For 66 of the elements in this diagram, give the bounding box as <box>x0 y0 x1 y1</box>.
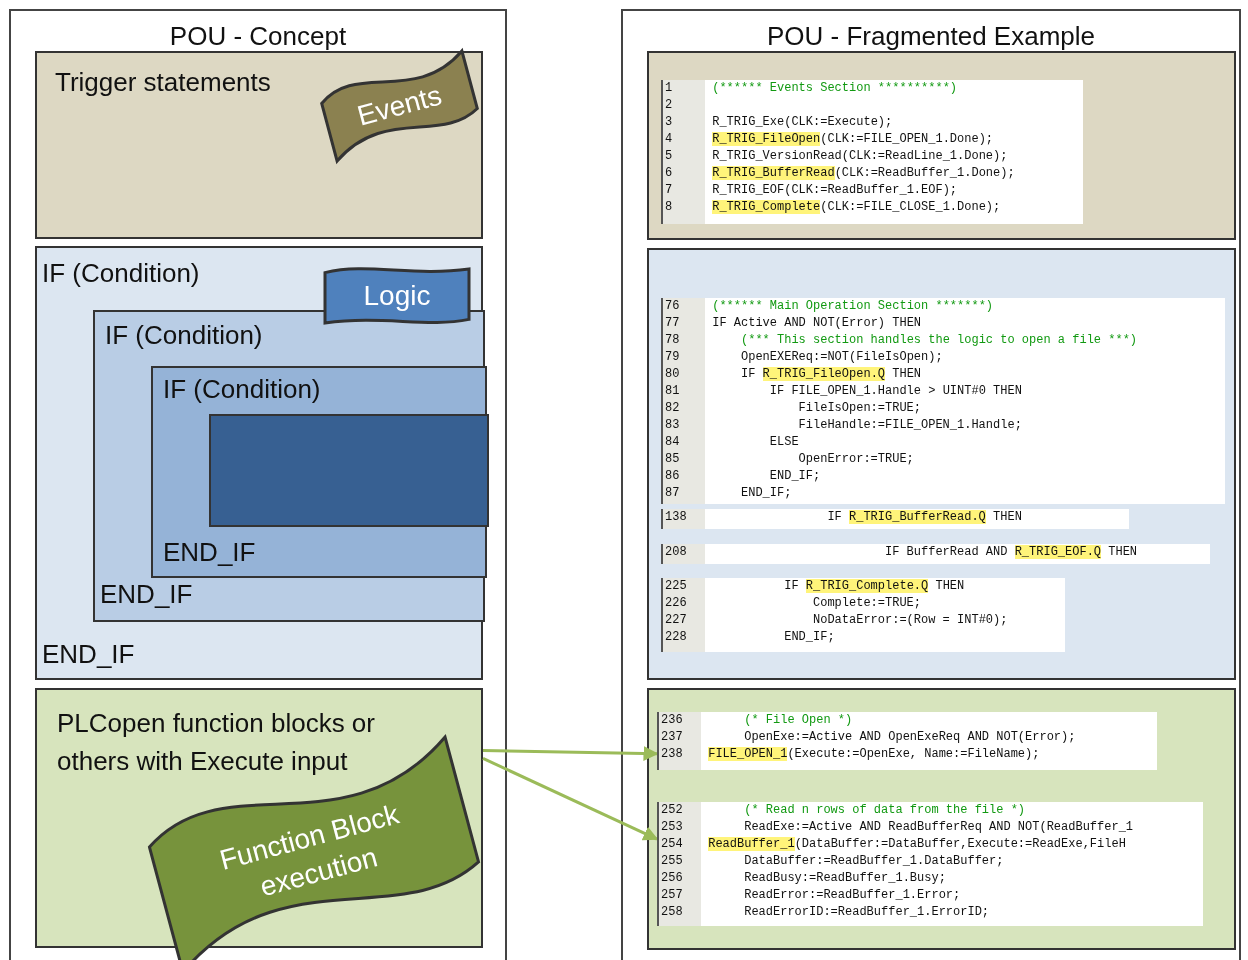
code-line: 79 OpenEXEReq:=NOT(FileIsOpen); <box>664 349 944 366</box>
code-line: 82 FileIsOpen:=TRUE; <box>664 400 922 417</box>
code-line: 83 FileHandle:=FILE_OPEN_1.Handle; <box>664 417 1023 434</box>
banner-flag <box>322 266 472 326</box>
code-line: 227 NoDataError:=(Row = INT#0); <box>664 612 1009 629</box>
section-box <box>209 414 489 527</box>
closing-keyword: END_IF <box>100 579 193 610</box>
arrow <box>482 757 659 841</box>
code-line: 3 R_TRIG_Exe(CLK:=Execute); <box>664 114 894 131</box>
section-heading: PLCopen function blocks or others with Execute input <box>57 707 376 778</box>
code-line: 1 (****** Events Section **********) <box>664 80 959 97</box>
code-line: 255 DataBuffer:=ReadBuffer_1.DataBuffer; <box>660 853 1005 870</box>
code-line: 85 OpenError:=TRUE; <box>664 451 915 468</box>
section-box <box>151 366 487 578</box>
code-listing <box>661 544 1210 564</box>
code-line: 76 (****** Main Operation Section *******) <box>664 298 995 315</box>
code-line: 238 FILE_OPEN_1(Execute:=OpenExe, Name:=FileName); <box>660 746 1041 763</box>
arrow <box>482 746 659 761</box>
code-line: 228 END_IF; <box>664 629 836 646</box>
code-listing <box>661 80 1083 224</box>
code-line: 86 END_IF; <box>664 468 822 485</box>
code-line: 254 ReadBuffer_1(DataBuffer:=DataBuffer,Execute:=ReadExe,FileH <box>660 836 1127 853</box>
section-box <box>647 688 1236 950</box>
code-line: 225 IF R_TRIG_Complete.Q THEN <box>664 578 966 595</box>
code-listing <box>661 509 1129 529</box>
code-line: 226 Complete:=TRUE; <box>664 595 923 612</box>
code-line: 4 R_TRIG_FileOpen(CLK:=FILE_OPEN_1.Done); <box>664 131 995 148</box>
banner-label: Events <box>353 78 446 134</box>
code-line: 84 ELSE <box>664 434 800 451</box>
code-line: 5 R_TRIG_VersionRead(CLK:=ReadLine_1.Done); <box>664 148 1009 165</box>
section-box <box>647 51 1236 240</box>
panel-title: POU - Concept <box>168 21 348 52</box>
code-line: 256 ReadBusy:=ReadBuffer_1.Busy; <box>660 870 947 887</box>
section-heading: IF (Condition) <box>105 320 263 351</box>
section-heading: IF (Condition) <box>42 258 200 289</box>
code-line: 252 (* Read n rows of data from the file *) <box>660 802 1027 819</box>
section-heading: IF (Condition) <box>163 374 321 405</box>
code-line: 87 END_IF; <box>664 485 793 502</box>
code-line: 78 (*** This section handles the logic to open a file ***) <box>664 332 1139 349</box>
code-line: 208 IF BufferRead AND R_TRIG_EOF.Q THEN <box>664 544 1139 561</box>
code-listing <box>657 712 1157 770</box>
closing-keyword: END_IF <box>163 537 256 568</box>
code-line: 138 IF R_TRIG_BufferRead.Q THEN <box>664 509 1023 526</box>
section-heading: Trigger statements <box>55 67 271 98</box>
code-line: 2 <box>664 97 674 114</box>
code-listing <box>657 802 1203 926</box>
code-listing <box>661 298 1225 504</box>
code-line: 237 OpenExe:=Active AND OpenExeReq AND NOT(Error); <box>660 729 1077 746</box>
code-line: 81 IF FILE_OPEN_1.Handle > UINT#0 THEN <box>664 383 1023 400</box>
code-listing <box>661 578 1065 652</box>
code-line: 257 ReadError:=ReadBuffer_1.Error; <box>660 887 962 904</box>
section-box <box>647 248 1236 680</box>
code-line: 80 IF R_TRIG_FileOpen.Q THEN <box>664 366 923 383</box>
code-line: 77 IF Active AND NOT(Error) THEN <box>664 315 923 332</box>
banner-label: Function Block execution <box>215 796 403 904</box>
code-line: 8 R_TRIG_Complete(CLK:=FILE_CLOSE_1.Done); <box>664 199 1002 216</box>
code-line: 258 ReadErrorID:=ReadBuffer_1.ErrorID; <box>660 904 991 921</box>
code-line: 236 (* File Open *) <box>660 712 854 729</box>
concept-panel <box>621 9 1241 960</box>
code-line: 7 R_TRIG_EOF(CLK:=ReadBuffer_1.EOF); <box>664 182 959 199</box>
banner-label: Logic <box>362 279 432 313</box>
code-line: 6 R_TRIG_BufferRead(CLK:=ReadBuffer_1.Done); <box>664 165 1016 182</box>
code-line: 253 ReadExe:=Active AND ReadBufferReq AND NOT(ReadBuffer_1 <box>660 819 1135 836</box>
concept-panel <box>9 9 507 960</box>
closing-keyword: END_IF <box>42 639 135 670</box>
panel-title: POU - Fragmented Example <box>766 21 1096 52</box>
